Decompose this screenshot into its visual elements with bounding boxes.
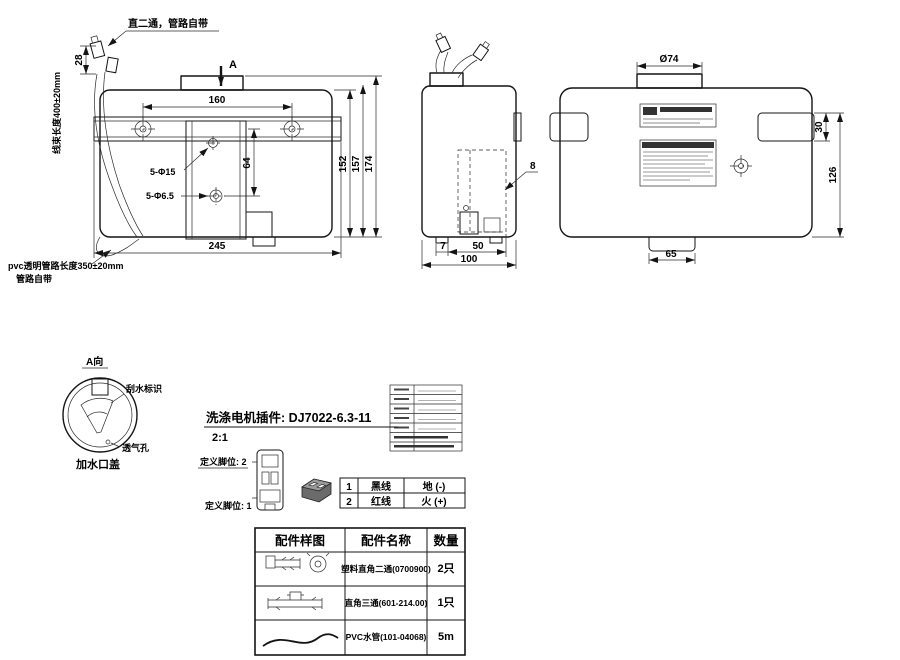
dim-100: 100 <box>461 254 478 265</box>
dim-30: 30 <box>814 121 825 133</box>
wiper-mark-label: 刮水标识 <box>126 383 162 394</box>
filler-cap-side <box>429 72 464 87</box>
rear-mounting-hole <box>730 155 752 177</box>
section-label-a: A <box>229 59 237 71</box>
pvc-note-line2: 管路自带 <box>16 273 52 284</box>
filler-cap-rear <box>636 73 703 89</box>
dim-126: 126 <box>828 166 839 183</box>
dim-65: 65 <box>665 249 677 260</box>
internal-pump <box>457 149 507 235</box>
callout-8-text: 8 <box>530 161 536 172</box>
filler-cap-front <box>180 75 244 91</box>
part-sample-tube <box>262 633 339 647</box>
dim-245: 245 <box>209 241 226 252</box>
pin-row1-no: 1 <box>346 482 352 493</box>
holes-phi15-label: 5-Φ15 <box>150 167 175 177</box>
part-row2-name: 直角三通(601-214.00) <box>345 598 428 608</box>
harness-length-note: 线束长度400±20mm <box>51 72 62 154</box>
part-sample-tee <box>267 591 323 611</box>
parts-table: 配件样图 配件名称 数量 塑料直角二通(0700900) 2只 直角三通(601… <box>254 527 466 656</box>
dim-28: 28 <box>74 54 85 66</box>
mount-tab-right <box>757 112 815 142</box>
dim-phi74: Ø74 <box>660 54 679 65</box>
dim-174: 174 <box>364 155 375 172</box>
bracket-edge <box>513 112 522 142</box>
pin-def-1-label: 定义脚位: 1 <box>204 500 252 511</box>
pvc-tube-note: pvc透明管路长度350±20mm 管路自带 <box>8 249 123 284</box>
part-row3-qty: 5m <box>438 631 454 643</box>
rear-view: Ø74 30 126 65 <box>549 54 844 264</box>
foot-left <box>435 236 449 244</box>
bottom-tab-rear <box>648 237 696 252</box>
mount-tab-left <box>549 112 589 142</box>
side-tubes <box>435 49 478 79</box>
pin-row2-no: 2 <box>346 497 352 508</box>
connector-title: 洗涤电机插件: DJ7022-6.3-11 <box>206 410 371 425</box>
pump-plate <box>185 120 273 240</box>
tank-outline-side <box>421 85 517 238</box>
dim-157: 157 <box>351 155 362 172</box>
connector-iso-view <box>301 478 332 503</box>
section-arrow-a: A <box>218 59 237 86</box>
holes-phi65-label: 5-Φ6.5 <box>146 191 174 201</box>
front-dimensions: 28 160 64 5-Φ15 5-Φ6.5 245 152 157 <box>74 45 382 258</box>
dim-64: 64 <box>242 157 253 169</box>
part-row1-name: 塑料直角二通(0700900) <box>341 564 431 574</box>
dim-50: 50 <box>472 241 484 252</box>
callout-straight-fitting: 直二通，管路自带 <box>107 17 219 47</box>
callout-8: 8 <box>504 161 538 191</box>
wiper-mark-symbol <box>80 397 114 434</box>
view-a-label: A向 <box>86 355 103 368</box>
pvc-note-line1: pvc透明管路长度350±20mm <box>8 260 123 271</box>
connector-front-view <box>252 449 284 511</box>
callout-straight-fitting-text: 直二通，管路自带 <box>128 17 208 30</box>
parts-header-sample: 配件样图 <box>275 533 325 548</box>
part-row1-qty: 2只 <box>437 562 454 575</box>
cap-vent-slot <box>91 378 109 396</box>
dim-160: 160 <box>209 95 226 106</box>
rear-dimensions: Ø74 30 126 65 <box>636 54 844 264</box>
pump-outlet <box>245 211 273 238</box>
harness-connector-1 <box>89 35 106 59</box>
warning-label <box>639 139 717 187</box>
side-dimensions: 7 50 100 <box>421 234 517 269</box>
bottom-tab-front <box>252 236 276 247</box>
harness-wires <box>94 71 144 257</box>
vent-hole-label: 透气孔 <box>122 442 149 453</box>
side-connector-1 <box>435 32 452 54</box>
title-block <box>389 384 463 452</box>
part-row2-qty: 1只 <box>437 596 454 609</box>
pin-row2-signal: 火 (+) <box>421 496 446 508</box>
connector-scale: 2:1 <box>212 432 228 444</box>
parts-header-name: 配件名称 <box>361 533 412 548</box>
cap-inner-circle <box>67 382 133 448</box>
side-view: 8 7 50 100 <box>421 32 538 269</box>
dim-152: 152 <box>338 155 349 172</box>
pin-row1-signal: 地 (-) <box>423 480 446 493</box>
side-connector-2 <box>472 41 490 62</box>
mounting-bracket <box>93 116 342 142</box>
pin-row2-wire: 红线 <box>371 495 391 508</box>
foot-right <box>489 236 503 244</box>
filler-cap-detail: A向 刮水标识 透气孔 加水口盖 <box>62 355 162 471</box>
pin-row1-wire: 黑线 <box>371 480 391 493</box>
harness-connector-2 <box>105 56 119 74</box>
pin-definition-table: 1 黑线 地 (-) 2 红线 火 (+) <box>339 477 466 509</box>
cap-caption: 加水口盖 <box>75 457 120 471</box>
part-sample-elbow <box>265 552 330 573</box>
vent-hole <box>105 439 111 445</box>
cap-outer-circle <box>62 377 138 453</box>
parts-header-qty: 数量 <box>432 533 459 548</box>
connector-detail: 洗涤电机插件: DJ7022-6.3-11 2:1 定义脚位: 2 定义脚位: … <box>198 410 398 511</box>
tank-outline-front <box>99 89 333 238</box>
part-row3-name: PVC水管(101-04068) <box>346 632 427 642</box>
dim-7: 7 <box>440 241 446 252</box>
brand-label <box>639 103 717 128</box>
front-view: A 直二通，管路自带 线束长度400±20mm pvc透明管路长度350±20m… <box>8 17 382 284</box>
pin-def-2-label: 定义脚位: 2 <box>199 456 247 467</box>
